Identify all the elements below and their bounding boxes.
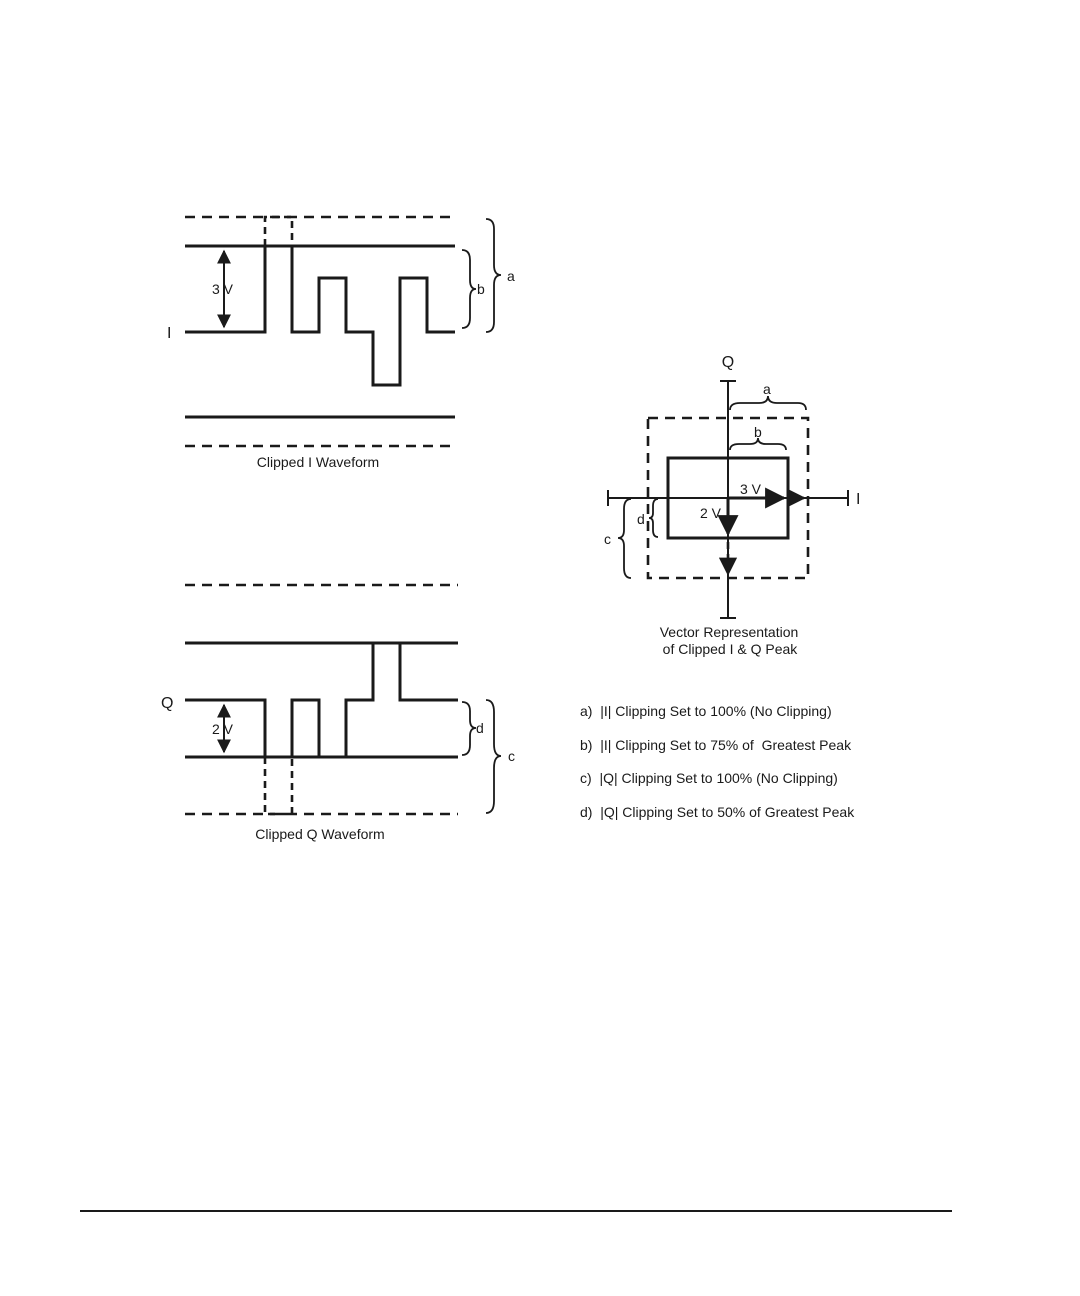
q-axis-label: Q — [161, 695, 173, 712]
clipped-i-waveform: 3 V I b a Clipped I Waveform — [167, 217, 515, 470]
q-brace-d — [462, 702, 476, 755]
q-clipped-trough-dashed — [265, 757, 292, 814]
legend-item-b: b) |I| Clipping Set to 75% of Greatest P… — [580, 737, 852, 753]
i-brace-b-label: b — [477, 281, 485, 297]
vector-brace-b-label: b — [754, 424, 762, 440]
clipping-legend: a) |I| Clipping Set to 100% (No Clipping… — [580, 703, 855, 820]
clipped-q-waveform: 2 V Q d c Clipped Q Waveform — [161, 585, 515, 842]
i-brace-a-label: a — [507, 268, 515, 284]
vector-brace-c-label: c — [604, 531, 611, 547]
i-brace-b — [462, 250, 476, 328]
vector-i-voltage-label: 3 V — [740, 481, 762, 497]
q-signal-trace — [185, 643, 458, 757]
q-brace-c-label: c — [508, 748, 515, 764]
q-voltage-label: 2 V — [212, 721, 234, 737]
vector-brace-d-label: d — [637, 511, 645, 527]
vector-brace-a-label: a — [763, 381, 771, 397]
vector-q-axis-label: Q — [722, 354, 734, 371]
q-brace-d-label: d — [476, 720, 484, 736]
legend-item-c: c) |Q| Clipping Set to 100% (No Clipping… — [580, 770, 838, 786]
vector-brace-d — [649, 499, 658, 537]
legend-item-a: a) |I| Clipping Set to 100% (No Clipping… — [580, 703, 832, 719]
i-brace-a — [486, 219, 501, 332]
i-clipped-peak-dashed — [265, 217, 292, 246]
vector-caption-line-1: Vector Representation — [660, 624, 799, 640]
q-brace-c — [486, 700, 501, 813]
vector-i-axis-label: I — [856, 491, 860, 508]
legend-item-d: d) |Q| Clipping Set to 50% of Greatest P… — [580, 804, 855, 820]
q-waveform-caption: Clipped Q Waveform — [255, 826, 384, 842]
vector-q-voltage-label: 2 V — [700, 505, 722, 521]
vector-brace-a — [730, 396, 806, 410]
i-voltage-label: 3 V — [212, 281, 234, 297]
vector-brace-c — [618, 499, 631, 578]
footer-rule — [80, 1210, 952, 1212]
vector-representation: Q I 3 V 2 V a b c d Vector Representatio… — [604, 354, 860, 657]
i-waveform-caption: Clipped I Waveform — [257, 454, 379, 470]
i-axis-label: I — [167, 325, 171, 342]
vector-caption-line-2: of Clipped I & Q Peak — [663, 641, 799, 657]
i-signal-trace — [185, 246, 455, 385]
